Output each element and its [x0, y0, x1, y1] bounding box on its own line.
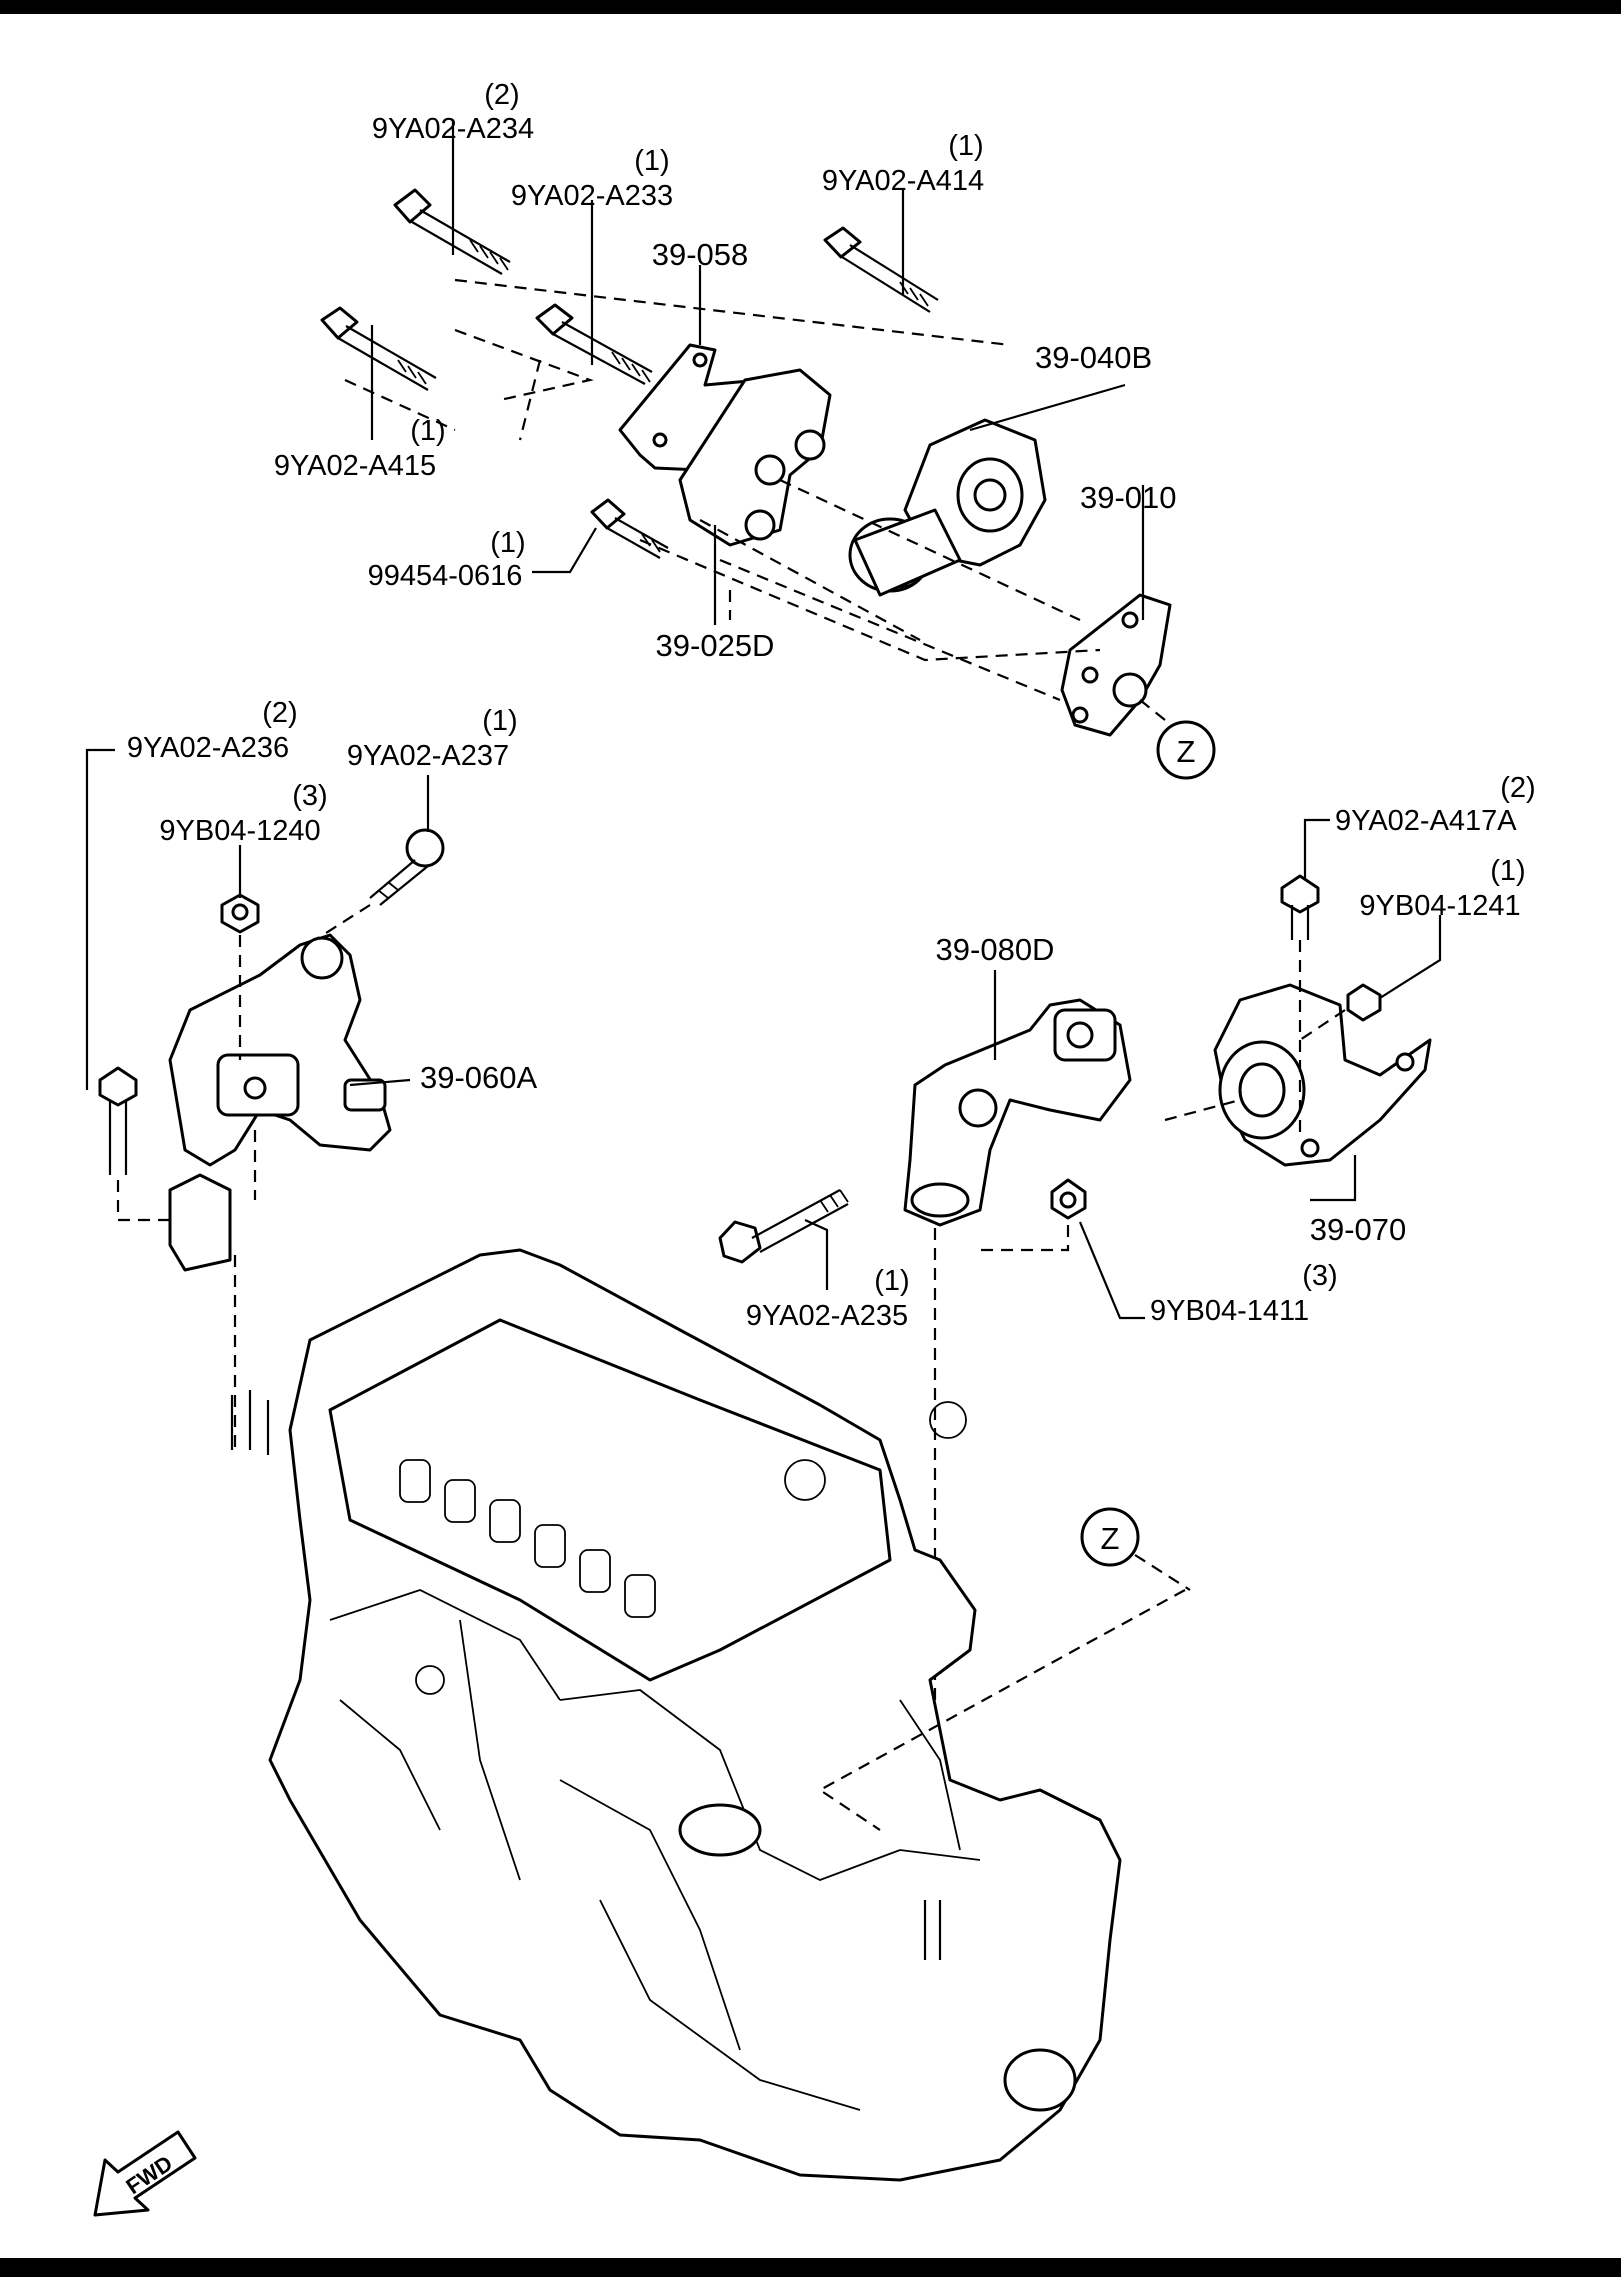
bolt-99454-0616 [590, 498, 669, 559]
nut-9yb04-1240 [220, 893, 260, 934]
callout-9ya02-a415: (1) 9YA02-A415 [274, 415, 446, 482]
callout-9ya02-a233: (1) 9YA02-A233 [511, 145, 673, 212]
callout-part-number: 39-010 [1080, 480, 1177, 515]
callout-part-number: 9YA02-A417A [1335, 805, 1517, 837]
bolt-9ya02-a237 [369, 828, 445, 906]
callout-part-number: 39-058 [652, 237, 749, 272]
callout-9yb04-1240: (3) 9YB04-1240 [159, 780, 327, 847]
bracket-39-080d [903, 998, 1132, 1227]
fwd-arrow-icon: FWD [93, 2130, 197, 2217]
leader-lines [85, 120, 1442, 1320]
callout-part-number: 9YA02-A414 [822, 165, 984, 197]
mount-plate-39-010 [1060, 593, 1172, 737]
callout-part-number: 9YA02-A415 [274, 450, 436, 482]
callout-qty: (3) [1302, 1260, 1337, 1292]
callout-qty: (3) [292, 780, 327, 812]
callout-39-060a: 39-060A [420, 1060, 538, 1095]
callout-part-number: 39-070 [1310, 1212, 1407, 1247]
callout-qty: (2) [262, 697, 297, 729]
callout-part-number: 9YA02-A235 [746, 1300, 908, 1332]
callout-9ya02-a234: (2) 9YA02-A234 [372, 79, 534, 145]
bottom-border [0, 2258, 1621, 2277]
mount-39-060a [168, 933, 392, 1272]
callout-part-number: 9YA02-A233 [511, 180, 673, 212]
callout-9ya02-a235: (1) 9YA02-A235 [746, 1265, 910, 1332]
callout-part-number: 9YA02-A236 [127, 732, 289, 764]
bolt-9ya02-a414 [823, 226, 939, 313]
intake-ports [399, 1459, 656, 1618]
mount-bushing-39-040b [848, 418, 1047, 597]
callout-9yb04-1241: (1) 9YB04-1241 [1359, 855, 1525, 922]
mount-39-070 [1213, 983, 1432, 1167]
bolt-9ya02-a233 [535, 303, 653, 385]
callout-39-010: 39-010 [1080, 480, 1177, 515]
callout-part-number: 39-060A [420, 1060, 538, 1095]
callout-part-number: 9YA02-A234 [372, 113, 534, 145]
callout-39-070: 39-070 [1310, 1212, 1407, 1247]
callout-qty: (1) [410, 415, 445, 447]
callout-part-number: 9YB04-1241 [1359, 890, 1520, 922]
callout-39-058: 39-058 [652, 237, 749, 272]
connector-z-bottom-label: Z [1101, 1521, 1120, 1556]
callout-qty: (1) [874, 1265, 909, 1297]
callout-part-number: 9YB04-1240 [159, 815, 320, 847]
bracket-39-025d [678, 368, 832, 547]
callout-qty: (1) [634, 145, 669, 177]
callout-9ya02-a237: (1) 9YA02-A237 [347, 705, 518, 772]
callout-9ya02-a414: (1) 9YA02-A414 [822, 130, 984, 197]
callout-part-number: 9YA02-A237 [347, 740, 509, 772]
bolt-9ya02-a234 [393, 188, 511, 275]
nut-9yb04-1411 [1050, 1178, 1087, 1220]
connector-z-top: Z [1156, 720, 1216, 780]
callout-39-080d: 39-080D [936, 932, 1055, 967]
connector-z-bottom: Z [1080, 1507, 1191, 1591]
engine-transmission-assembly [230, 1248, 1186, 2182]
callout-qty: (1) [482, 705, 517, 737]
callout-qty: (1) [490, 527, 525, 559]
callout-39-025d: 39-025D [656, 628, 775, 663]
callout-part-number: 39-025D [656, 628, 775, 663]
callout-9ya02-a417a: (2) 9YA02-A417A [1335, 772, 1536, 837]
connector-z-top-label: Z [1177, 734, 1196, 769]
bolt-9ya02-a235 [718, 1189, 849, 1264]
callout-39-040b: 39-040B [1035, 340, 1152, 375]
bolt-9ya02-a417a [1280, 874, 1320, 940]
callout-part-number: 9YB04-1411 [1150, 1295, 1309, 1327]
right-engine-mount [718, 874, 1432, 1905]
callout-qty: (2) [484, 79, 519, 111]
top-border [0, 0, 1621, 14]
left-engine-mount [98, 828, 445, 1450]
callout-part-number: 39-080D [936, 932, 1055, 967]
callout-part-number: 99454-0616 [368, 560, 523, 592]
callout-qty: (1) [948, 130, 983, 162]
callout-9yb04-1411: (3) 9YB04-1411 [1150, 1260, 1338, 1327]
rear-mount-assembly [320, 188, 1172, 737]
callout-qty: (1) [1490, 855, 1525, 887]
bolt-9ya02-a236 [98, 1066, 138, 1175]
nut-9yb04-1241 [1346, 983, 1382, 1022]
bolt-9ya02-a415 [320, 306, 437, 391]
callout-part-number: 39-040B [1035, 340, 1152, 375]
callout-qty: (2) [1500, 772, 1535, 804]
callout-9ya02-a236: (2) 9YA02-A236 [127, 697, 298, 764]
callout-99454-0616: (1) 99454-0616 [368, 527, 526, 592]
